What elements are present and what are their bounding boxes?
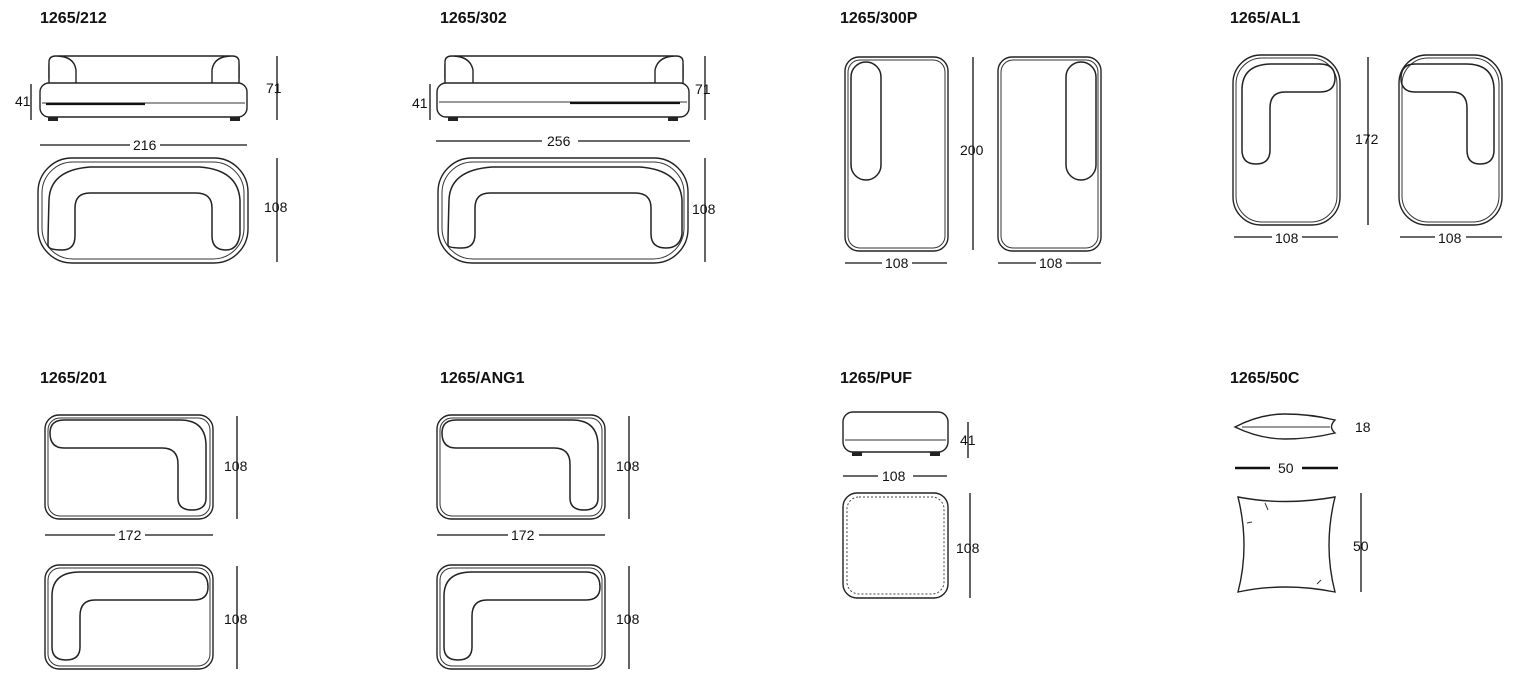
width-label: 50 bbox=[1278, 460, 1294, 476]
pouf-side-view bbox=[842, 411, 949, 456]
lower-depth-label: 108 bbox=[224, 611, 248, 627]
sofa-side-view bbox=[436, 55, 690, 121]
sofa-top-view bbox=[37, 157, 249, 264]
sofa-top-view-upper bbox=[44, 414, 214, 520]
right-width-label: 108 bbox=[1039, 255, 1063, 271]
width-label: 108 bbox=[882, 468, 906, 484]
chaise-right-top-view bbox=[997, 56, 1102, 252]
sofa-201-drawing: 108 172 108 bbox=[44, 414, 248, 670]
width-label: 172 bbox=[511, 527, 535, 543]
height-label: 41 bbox=[960, 432, 976, 448]
chaise-300p-drawing: 200 108 108 bbox=[844, 56, 1102, 271]
seat-height-label: 41 bbox=[412, 95, 428, 111]
width-label: 216 bbox=[133, 137, 157, 153]
module-1265-212: 1265/212 41 71 216 108 bbox=[0, 0, 380, 300]
module-code: 1265/300P bbox=[840, 10, 918, 27]
depth-label: 108 bbox=[264, 199, 288, 215]
sofa-302-drawing: 41 71 256 108 bbox=[412, 55, 716, 264]
left-width-label: 108 bbox=[885, 255, 909, 271]
width-label: 256 bbox=[547, 133, 571, 149]
module-code: 1265/212 bbox=[40, 10, 107, 27]
module-1265-201: 1265/201 108 172 108 bbox=[0, 360, 380, 692]
depth-label: 108 bbox=[956, 540, 980, 556]
length-label: 172 bbox=[1355, 131, 1379, 147]
module-1265-ang1: 1265/ANG1 108 172 108 bbox=[400, 360, 760, 692]
module-code: 1265/AL1 bbox=[1230, 10, 1301, 27]
module-1265-al1: 1265/AL1 172 108 108 bbox=[1190, 0, 1520, 300]
length-label: 200 bbox=[960, 142, 984, 158]
left-width-label: 108 bbox=[1275, 230, 1299, 246]
upper-depth-label: 108 bbox=[616, 458, 640, 474]
sofa-top-view-lower bbox=[44, 564, 214, 670]
module-1265-puf: 1265/PUF 41 108 108 bbox=[800, 360, 1140, 692]
lower-depth-label: 108 bbox=[616, 611, 640, 627]
corner-top-view-upper bbox=[436, 414, 606, 520]
pouf-drawing: 41 108 108 bbox=[842, 411, 980, 599]
upper-depth-label: 108 bbox=[224, 458, 248, 474]
module-1265-300p: 1265/300P 200 108 108 bbox=[800, 0, 1140, 300]
depth-label: 108 bbox=[692, 201, 716, 217]
module-code: 1265/50C bbox=[1230, 370, 1300, 387]
module-1265-50c: 1265/50C 18 50 50 bbox=[1190, 360, 1520, 692]
corner-ang1-drawing: 108 172 108 bbox=[436, 414, 640, 670]
total-height-label: 71 bbox=[266, 80, 282, 96]
sofa-side-view bbox=[39, 55, 248, 121]
chaise-left-top-view bbox=[844, 56, 949, 252]
armchair-right-top-view bbox=[1398, 54, 1503, 226]
cushion-front-view bbox=[1237, 496, 1336, 593]
module-1265-302: 1265/302 41 71 256 108 bbox=[400, 0, 760, 300]
armchair-left-top-view bbox=[1232, 54, 1341, 226]
cushion-drawing: 18 50 50 bbox=[1233, 413, 1371, 593]
corner-top-view-lower bbox=[436, 564, 606, 670]
height-label: 50 bbox=[1353, 538, 1369, 554]
width-label: 172 bbox=[118, 527, 142, 543]
sofa-212-drawing: 41 71 216 108 bbox=[15, 55, 288, 264]
thickness-label: 18 bbox=[1355, 419, 1371, 435]
right-width-label: 108 bbox=[1438, 230, 1462, 246]
module-code: 1265/PUF bbox=[840, 370, 913, 387]
module-code: 1265/ANG1 bbox=[440, 370, 525, 387]
pouf-top-view bbox=[842, 492, 949, 599]
sofa-top-view bbox=[437, 157, 689, 264]
armchair-al1-drawing: 172 108 108 bbox=[1232, 54, 1503, 246]
module-code: 1265/201 bbox=[40, 370, 107, 387]
module-code: 1265/302 bbox=[440, 10, 507, 27]
seat-height-label: 41 bbox=[15, 93, 31, 109]
total-height-label: 71 bbox=[695, 81, 711, 97]
